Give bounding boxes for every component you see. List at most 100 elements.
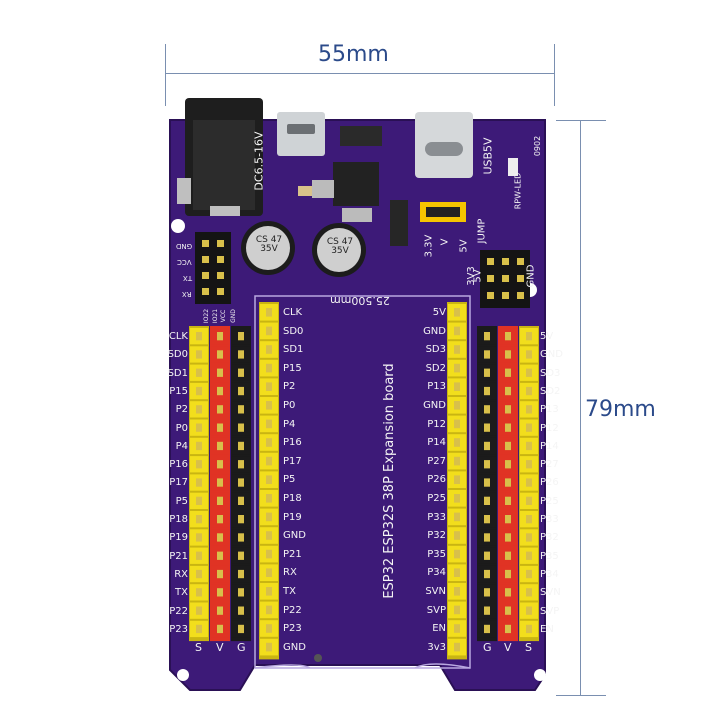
inner-right-pin-tip	[454, 419, 460, 429]
inner-right-pin-tip	[454, 549, 460, 559]
inner-right-pin-header	[447, 302, 467, 660]
right-pin-label: SD3	[540, 367, 561, 379]
inner-width-label: 25.500mm	[330, 294, 390, 307]
left-gnd-pin-tip	[238, 515, 244, 524]
power-header-pin	[517, 275, 524, 282]
inner-left-pin-label: GND	[283, 641, 306, 653]
inner-left-pin-label: P4	[283, 418, 296, 430]
center-module-outline	[254, 295, 471, 669]
left-vcc-pin-tip	[217, 405, 223, 414]
inner-left-pin-tip	[266, 456, 272, 466]
inner-left-pin-tip	[266, 382, 272, 391]
left-signal-pin-tip	[196, 332, 202, 341]
right-pin-label: P13	[540, 404, 559, 416]
left-gnd-pin-tip	[238, 332, 244, 341]
inner-right-pin-tip	[454, 605, 460, 615]
inner-right-pin-tip	[454, 512, 460, 522]
width-dimension-tick-left	[165, 44, 166, 106]
left-signal-pin-tip	[196, 606, 202, 615]
uart-header-pin	[217, 288, 224, 295]
height-dimension-tick-top	[556, 120, 606, 121]
inner-right-pin-tip	[454, 456, 460, 466]
led-label: RPW-LED	[513, 172, 523, 210]
right-gnd-pin-tip	[484, 368, 490, 377]
usb-label: USB5V	[481, 137, 495, 175]
right-signal-pin-tip	[526, 478, 532, 487]
inner-left-pin-tip	[266, 494, 272, 503]
right-pin-label: 5V	[540, 331, 554, 342]
right-vcc-pin-tip	[505, 350, 511, 359]
right-vcc-pin-tip	[505, 423, 511, 432]
right-gnd-pin-tip	[484, 460, 490, 469]
inner-right-pin-tip	[454, 642, 460, 652]
inner-right-pin-label: P13	[427, 381, 446, 393]
inner-left-pin-label: P5	[283, 474, 296, 486]
left-pin-label: P17	[169, 477, 188, 489]
inner-right-pin-label: 3v3	[427, 641, 446, 653]
left-gnd-pin-tip	[238, 368, 244, 377]
right-vcc-pin-tip	[505, 515, 511, 524]
right-pin-label: P12	[540, 422, 559, 434]
right-vcc-pin-tip	[505, 551, 511, 560]
left-pin-label: P15	[169, 385, 188, 397]
right-pin-label: SVN	[540, 587, 561, 599]
right-vcc-pin-tip	[505, 332, 511, 341]
dc-power-jack	[177, 98, 263, 216]
power-header-pin	[487, 292, 494, 299]
right-gnd-pin-tip	[484, 350, 490, 359]
right-signal-pin-tip	[526, 533, 532, 542]
left-vcc-pin-tip	[217, 606, 223, 615]
left-gnd-pin-tip	[238, 606, 244, 615]
left-signal-pin-tip	[196, 624, 202, 634]
inner-left-pin-label: P15	[283, 362, 302, 374]
capacitor-label: CS 47 35V	[255, 235, 283, 254]
power-header-pin	[517, 292, 524, 299]
right-signal-pin-tip	[526, 386, 532, 396]
right-signal-pin-tip	[526, 441, 532, 451]
inner-left-pin-label: SD1	[283, 344, 304, 356]
inner-left-pin-label: P19	[283, 511, 302, 523]
inner-left-pin-tip	[266, 438, 272, 447]
right-pin-label: P25	[540, 495, 559, 507]
right-pin-label: SVP	[540, 605, 560, 617]
inner-right-pin-label: SD3	[425, 344, 446, 356]
inner-right-pin-label: P12	[427, 418, 446, 430]
inner-left-pin-tip	[266, 475, 272, 484]
left-gnd-pin-tip	[238, 551, 244, 560]
diode	[340, 126, 382, 146]
right-vcc-pin-tip	[505, 606, 511, 615]
right-gnd-pin-tip	[484, 496, 490, 505]
inner-right-pin-tip	[454, 587, 460, 596]
inner-left-pin-tip	[266, 401, 272, 410]
jumper-block	[420, 202, 466, 222]
right-gnd-pin-tip	[484, 551, 490, 560]
power-header-label: GND	[525, 264, 537, 288]
left-gnd-pin-tip	[238, 423, 244, 432]
right-pin-label: EN	[540, 623, 554, 635]
right-pin-label: P34	[540, 568, 559, 580]
uart-header	[195, 232, 231, 304]
left-vcc-pin-tip	[217, 624, 223, 634]
right-signal-pin-tip	[526, 551, 532, 560]
left-vcc-pin-tip	[217, 588, 223, 597]
uart-header-pin-label: GND	[229, 309, 237, 323]
via-dot	[314, 654, 322, 662]
inner-right-pin-label: EN	[432, 623, 446, 635]
left-pin-label: TX	[175, 587, 188, 599]
left-gnd-pin-tip	[238, 405, 244, 414]
right-pin-headers	[477, 326, 539, 642]
right-pin-label: P26	[540, 477, 559, 489]
right-signal-pin-tip	[526, 496, 532, 505]
inner-right-pin-tip	[454, 401, 460, 410]
inner-left-pin-label: GND	[283, 530, 306, 542]
right-gnd-pin-tip	[484, 533, 490, 542]
inner-right-pin-tip	[454, 475, 460, 484]
left-pin-label: P16	[169, 459, 188, 471]
inner-left-pin-label: P21	[283, 548, 302, 560]
jumper-option: 5V	[458, 239, 470, 253]
right-signal-pin-tip	[526, 332, 532, 341]
left-signal-pin-tip	[196, 588, 202, 597]
right-signal-pin-tip	[526, 368, 532, 377]
left-pin-label: CLK	[168, 331, 188, 342]
